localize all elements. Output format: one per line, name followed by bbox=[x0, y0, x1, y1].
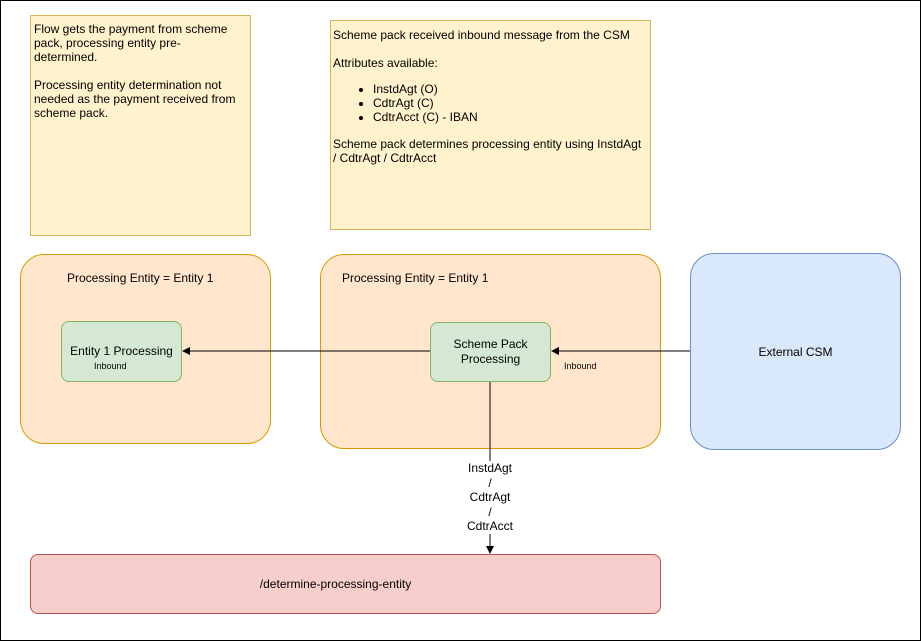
attribute-item: CdtrAcct (C) - IBAN bbox=[373, 110, 644, 124]
note-right-para3: Scheme pack determines processing entity… bbox=[333, 137, 642, 165]
routing-attr: InstdAgt bbox=[467, 461, 513, 475]
note-left: Flow gets the payment from scheme pack, … bbox=[30, 15, 251, 236]
external-csm-node[interactable]: External CSM bbox=[690, 253, 901, 450]
routing-attr: CdtrAgt bbox=[469, 490, 511, 504]
attribute-item: CdtrAgt (C) bbox=[373, 96, 644, 110]
note-left-para2: Processing entity determination not need… bbox=[34, 78, 236, 120]
attribute-list: InstdAgt (O) CdtrAgt (C) CdtrAcct (C) - … bbox=[333, 82, 644, 124]
inbound-label-scheme-pack: Inbound bbox=[564, 361, 597, 371]
external-csm-label: External CSM bbox=[758, 344, 833, 359]
inbound-label-entity1: Inbound bbox=[94, 361, 127, 371]
determine-processing-entity-node[interactable]: /determine-processing-entity bbox=[30, 554, 661, 614]
routing-separator: / bbox=[488, 475, 492, 490]
routing-attributes-label: InstdAgt / CdtrAgt / CdtrAcct bbox=[462, 461, 518, 534]
attribute-item: InstdAgt (O) bbox=[373, 82, 644, 96]
determine-processing-entity-label: /determine-processing-entity bbox=[259, 577, 412, 591]
group-left-title: Processing Entity = Entity 1 bbox=[67, 271, 214, 285]
routing-attr: CdtrAcct bbox=[466, 519, 513, 533]
scheme-pack-processing-label: Scheme Pack Processing bbox=[453, 337, 528, 366]
note-right-para1: Scheme pack received inbound message fro… bbox=[333, 28, 630, 42]
routing-separator: / bbox=[488, 504, 492, 519]
note-left-para1: Flow gets the payment from scheme pack, … bbox=[34, 22, 228, 64]
entity1-processing-node[interactable]: Entity 1 Processing bbox=[61, 321, 182, 382]
group-middle-title: Processing Entity = Entity 1 bbox=[342, 271, 489, 285]
scheme-pack-processing-node[interactable]: Scheme Pack Processing bbox=[430, 322, 551, 382]
note-right: Scheme pack received inbound message fro… bbox=[330, 20, 651, 230]
entity1-processing-label: Entity 1 Processing bbox=[70, 344, 173, 358]
note-right-para2: Attributes available: bbox=[333, 56, 438, 70]
